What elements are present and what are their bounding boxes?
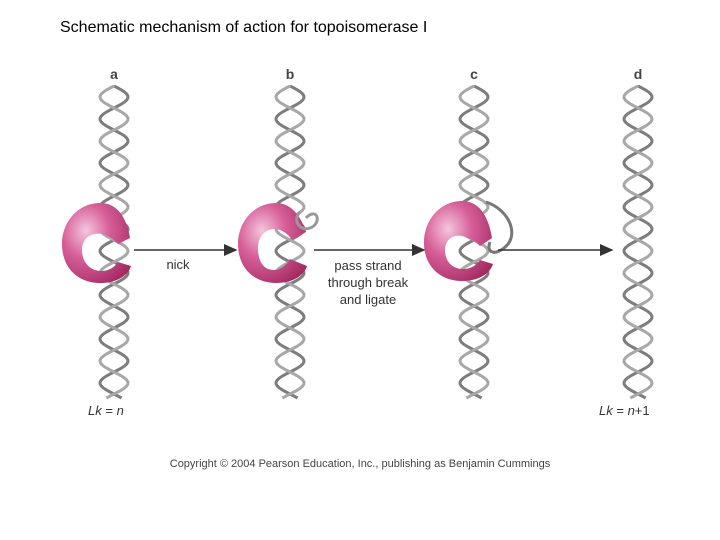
- linking-number-right: Lk = n+1: [599, 403, 650, 418]
- linking-number-left: Lk = n: [88, 403, 124, 418]
- enzyme-c: [424, 201, 493, 281]
- copyright-notice: Copyright © 2004 Pearson Education, Inc.…: [169, 458, 551, 470]
- panel-label-b: b: [285, 66, 295, 82]
- helix-d: [622, 84, 654, 400]
- helix-d-strand-1: [622, 84, 654, 400]
- step-label-nick: nick: [166, 257, 190, 272]
- helix-a-strand-1: [98, 84, 130, 400]
- helix-b: [274, 84, 306, 400]
- slide-title: Schematic mechanism of action for topois…: [60, 19, 428, 36]
- helix-b-strand-1: [274, 84, 306, 400]
- enzyme-b: [238, 203, 307, 283]
- panel-label-d: d: [633, 66, 643, 82]
- panel-label-a: a: [110, 66, 118, 82]
- helix-b-strand-2: [274, 84, 306, 400]
- helix-a-strand-2: [98, 84, 130, 400]
- panel-label-c: c: [470, 66, 478, 82]
- step-label-pass-strand: pass strand through break and ligate: [327, 258, 409, 307]
- helix-c-strand-1: [458, 84, 490, 400]
- helix-d-strand-2: [622, 84, 654, 400]
- helix-a: [98, 84, 130, 400]
- enzyme-a: [62, 203, 131, 283]
